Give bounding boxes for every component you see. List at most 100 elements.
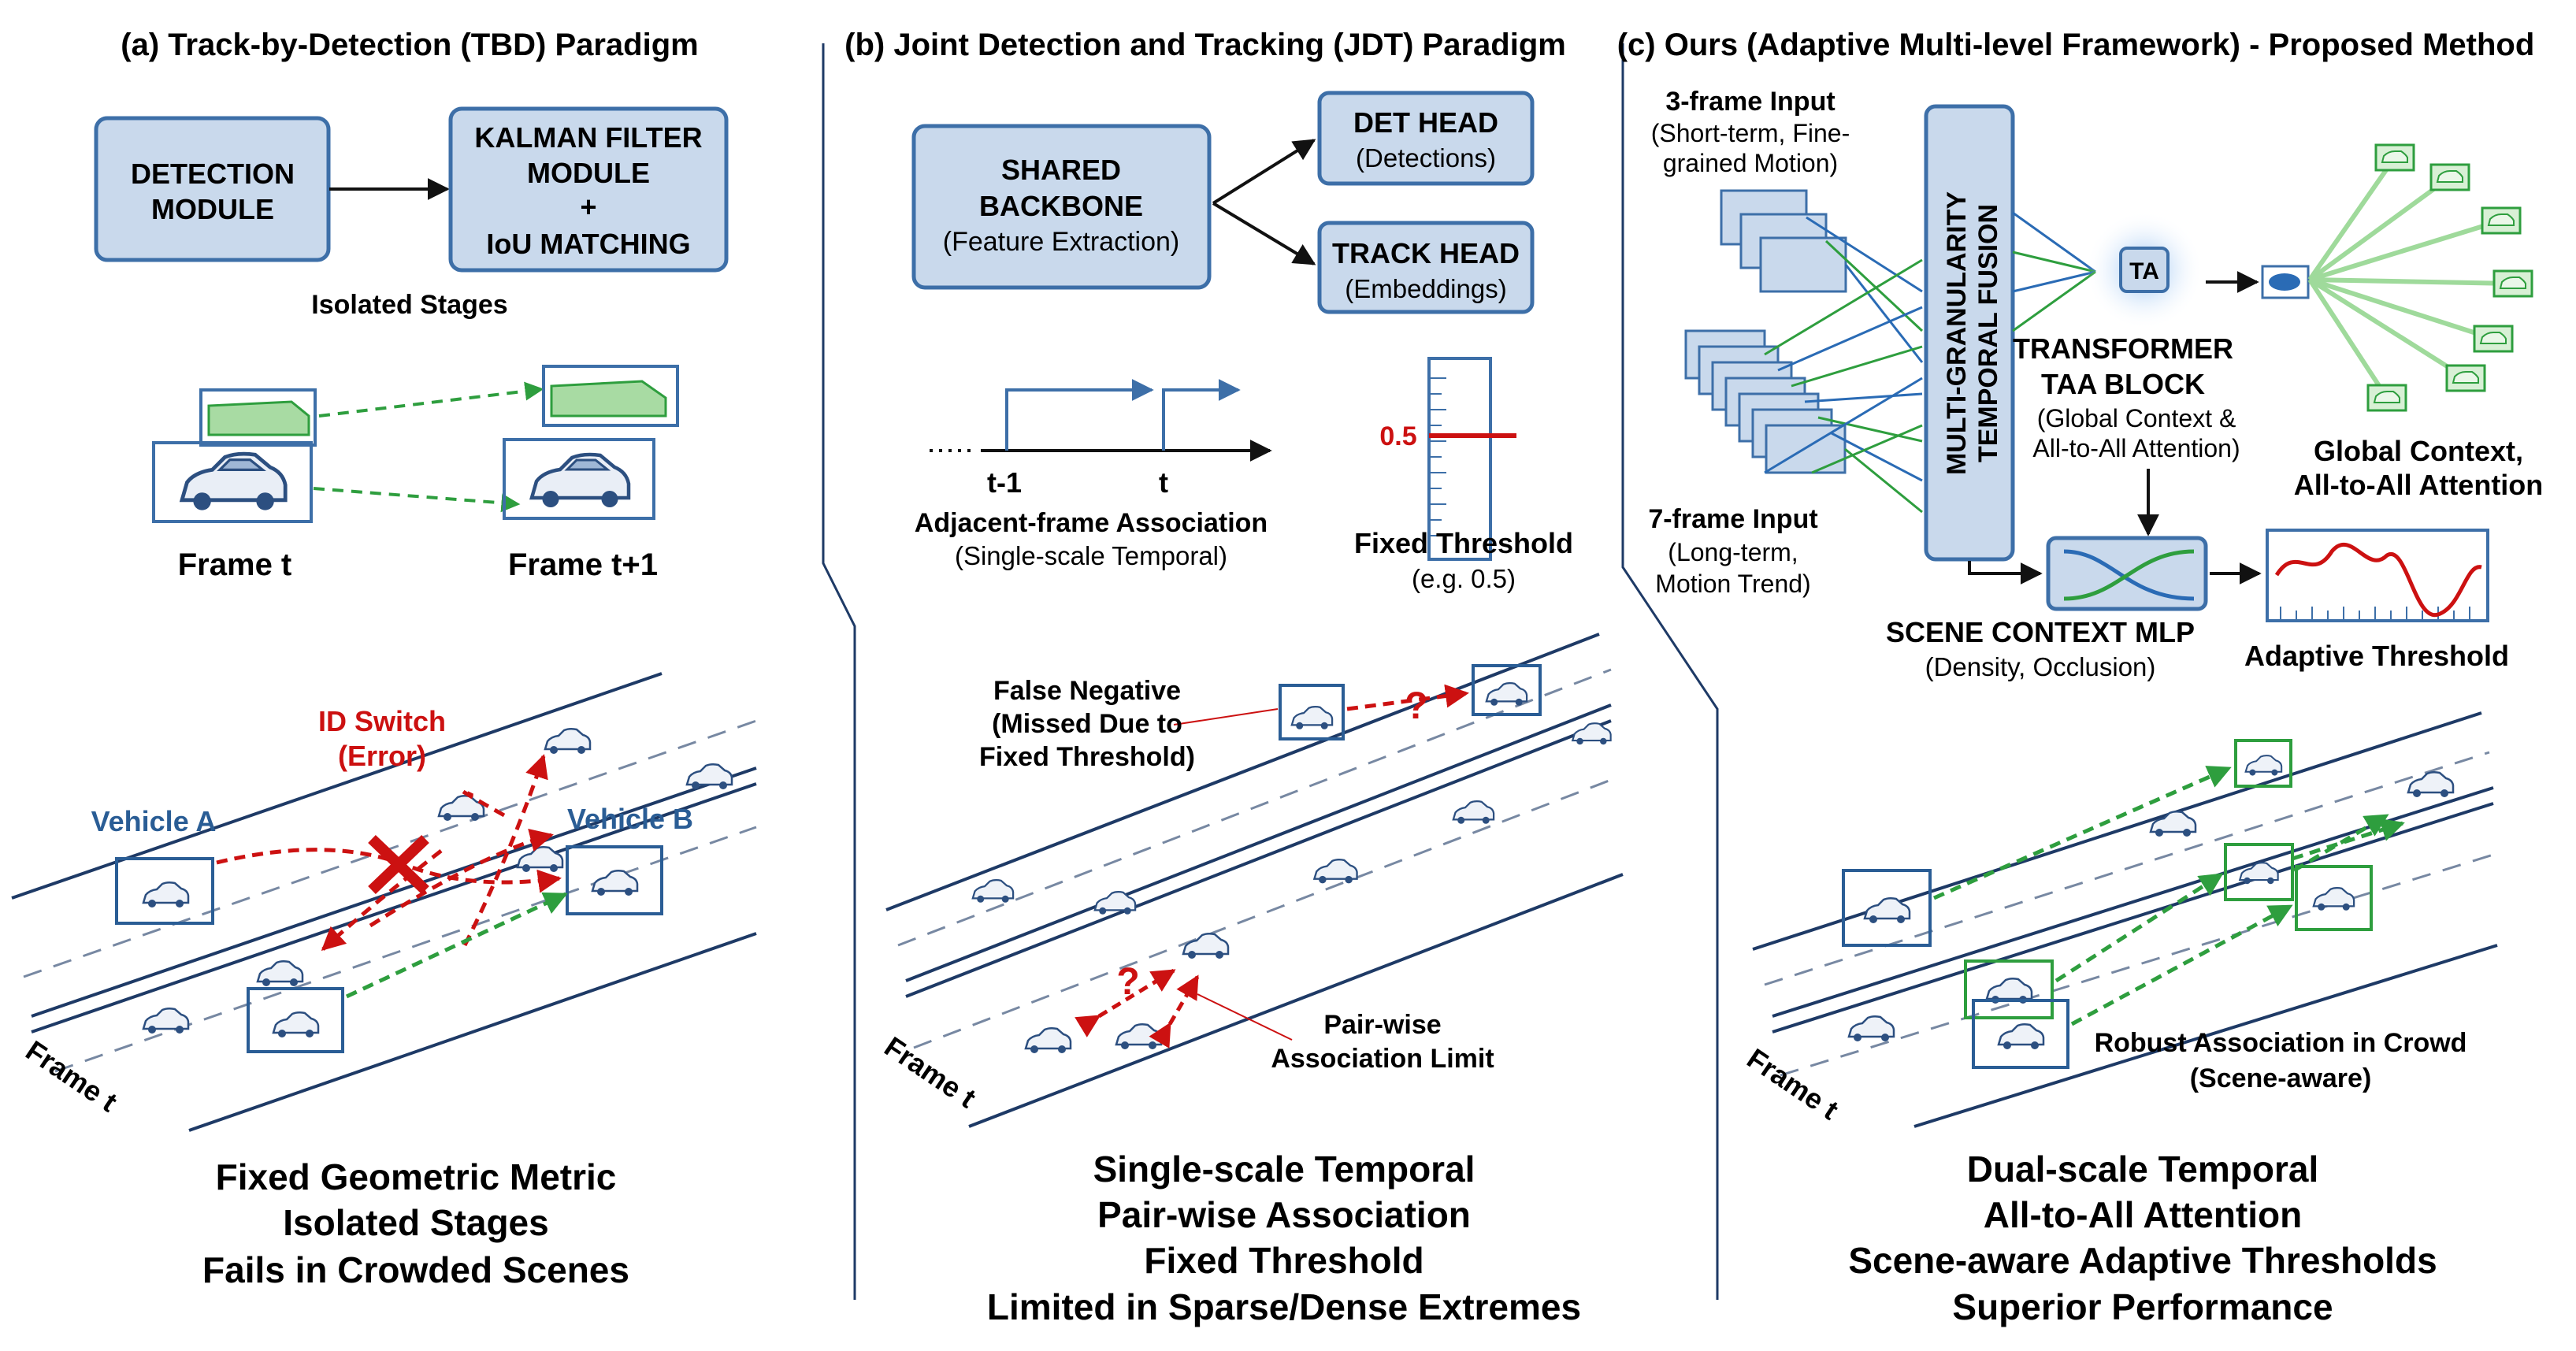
taa-label-4: All-to-All Attention) xyxy=(2032,434,2240,462)
car-icon-c5 xyxy=(1997,1023,2045,1051)
det-head-box xyxy=(1317,91,1535,186)
vehicle-a-icon xyxy=(142,881,190,909)
frame-t-car-box xyxy=(152,441,313,523)
panel-b: (b) Joint Detection and Tracking (JDT) P… xyxy=(844,28,1624,1327)
id-switch-path-5 xyxy=(460,789,506,818)
det-head-sub: (Detections) xyxy=(1356,143,1496,173)
robust-label-1: Robust Association in Crowd xyxy=(2095,1028,2467,1058)
robust-arrow-3 xyxy=(2070,904,2293,1026)
mgtf-label-2: TEMPORAL FUSION xyxy=(1973,204,2003,462)
vehicle-b-box xyxy=(566,845,663,915)
fusion-to-ta-lines xyxy=(2012,211,2096,332)
summary-c-2: All-to-All Attention xyxy=(1984,1194,2303,1235)
taa-label-1: TRANSFORMER xyxy=(2013,332,2233,365)
frame-t-label: Frame t xyxy=(178,547,292,582)
robust-label-2: (Scene-aware) xyxy=(2190,1063,2372,1093)
pair-arrow-2 xyxy=(1149,974,1200,1049)
car-icon-a2 xyxy=(142,1007,190,1035)
isolated-stages-label: Isolated Stages xyxy=(311,290,507,320)
road-frame-label-b: Frame t xyxy=(879,1030,982,1115)
car-icon-b3 xyxy=(1313,859,1358,885)
attended-car-icon-6 xyxy=(2445,364,2486,392)
attended-car-icon-1 xyxy=(2374,143,2415,172)
green-car-c3 xyxy=(2312,887,2355,911)
car-icon-c3 xyxy=(2407,770,2455,799)
car-icon-b5 xyxy=(1572,722,1612,746)
id-switch-path-2 xyxy=(321,849,443,952)
fusion-to-mlp-arrow xyxy=(1968,561,2043,585)
car-icon-a4 xyxy=(437,794,485,822)
car-icon-c4 xyxy=(1847,1015,1895,1043)
panel-a: (a) Track-by-Detection (TBD) Paradigm DE… xyxy=(11,28,757,1290)
truck-icon xyxy=(207,400,310,436)
road-c xyxy=(1752,711,2498,1128)
car-icon-a1 xyxy=(256,959,304,988)
ta-chip-label: TA xyxy=(2129,258,2159,284)
backbone-label-2: BACKBONE xyxy=(979,190,1143,222)
missed-link-arrow xyxy=(1346,684,1469,711)
vehicle-b-label: Vehicle B xyxy=(567,803,693,835)
backbone-label-1: SHARED xyxy=(1001,154,1121,186)
id-switch-label: ID Switch xyxy=(318,705,446,737)
car-icon-a7 xyxy=(685,763,733,791)
attended-car-icon-2 xyxy=(2429,163,2470,191)
vehicle-a-label: Vehicle A xyxy=(91,805,217,837)
panel-c: (c) Ours (Adaptive Multi-level Framework… xyxy=(1617,28,2544,1327)
missed-question-mark: ? xyxy=(1405,685,1427,727)
panel-b-title: (b) Joint Detection and Tracking (JDT) P… xyxy=(844,28,1566,62)
t-label: t xyxy=(1159,466,1168,499)
id-switch-path-1 xyxy=(216,848,562,893)
input-7-label-2: (Long-term, xyxy=(1668,538,1798,566)
pair-label-1: Pair-wise xyxy=(1323,1010,1441,1040)
det-head-label: DET HEAD xyxy=(1353,106,1498,139)
multi-granularity-fusion-box xyxy=(1924,104,2015,562)
road-frame-label-a: Frame t xyxy=(20,1034,124,1119)
adjacent-frame-label: Adjacent-frame Association xyxy=(915,508,1268,538)
error-x-icon xyxy=(368,834,429,895)
attended-car-icon-7 xyxy=(2366,384,2407,412)
single-scale-label: (Single-scale Temporal) xyxy=(955,541,1227,570)
t-minus-1-label: t-1 xyxy=(987,466,1022,499)
kalman-label-4: IoU MATCHING xyxy=(486,228,690,260)
taa-label-3: (Global Context & xyxy=(2037,404,2236,432)
attention-fan xyxy=(2307,156,2514,399)
input-3-label-3: grained Motion) xyxy=(1663,149,1838,177)
to-det-arrow xyxy=(1212,139,1316,205)
green-box-c3 xyxy=(2295,865,2373,931)
tracked-box-c2 xyxy=(1972,999,2069,1069)
input-7-label-1: 7-frame Input xyxy=(1648,504,1817,534)
mlp-curve-green xyxy=(2063,549,2195,601)
summary-a-2: Isolated Stages xyxy=(283,1202,548,1243)
robust-arrow-5 xyxy=(2292,818,2405,861)
mlp-label-1: SCENE CONTEXT MLP xyxy=(1886,616,2195,648)
missed-car-icon xyxy=(1290,706,1334,730)
frame-t1-truck-box xyxy=(542,365,679,427)
summary-b-2: Pair-wise Association xyxy=(1097,1194,1471,1235)
pair-pointer-line xyxy=(1197,993,1293,1041)
id-switch-label-2: (Error) xyxy=(338,740,426,772)
id-switch-path-4 xyxy=(369,829,554,928)
adaptive-threshold-chart xyxy=(2266,529,2489,622)
attended-car-icon-3 xyxy=(2481,206,2522,235)
truck-icon-2 xyxy=(550,380,667,418)
track-head-sub: (Embeddings) xyxy=(1345,274,1506,303)
green-car-c1 xyxy=(2244,755,2283,777)
input-7-label-3: Motion Trend) xyxy=(1655,570,1810,598)
car-icon-b4 xyxy=(1452,800,1495,825)
summary-a-1: Fixed Geometric Metric xyxy=(216,1156,617,1197)
car-icon-2 xyxy=(532,455,629,507)
detection-module-box xyxy=(94,116,331,262)
input-3-label-2: (Short-term, Fine- xyxy=(1651,119,1850,147)
summary-b-1: Single-scale Temporal xyxy=(1093,1149,1475,1190)
track-head-box xyxy=(1317,221,1535,314)
summary-a-3: Fails in Crowded Scenes xyxy=(202,1249,629,1290)
panel-c-title: (c) Ours (Adaptive Multi-level Framework… xyxy=(1617,28,2535,62)
track-arrow-top xyxy=(318,381,544,418)
car-icon-c2 xyxy=(2149,810,2197,838)
attended-car-icon-4 xyxy=(2492,269,2533,298)
mlp-label-2: (Density, Occlusion) xyxy=(1925,652,2156,681)
car-icon-b8 xyxy=(1115,1023,1163,1051)
global-context-label-2: All-to-All Attention xyxy=(2294,469,2544,501)
frame-t-truck-box xyxy=(199,388,317,447)
summary-b-3: Fixed Threshold xyxy=(1144,1240,1423,1281)
